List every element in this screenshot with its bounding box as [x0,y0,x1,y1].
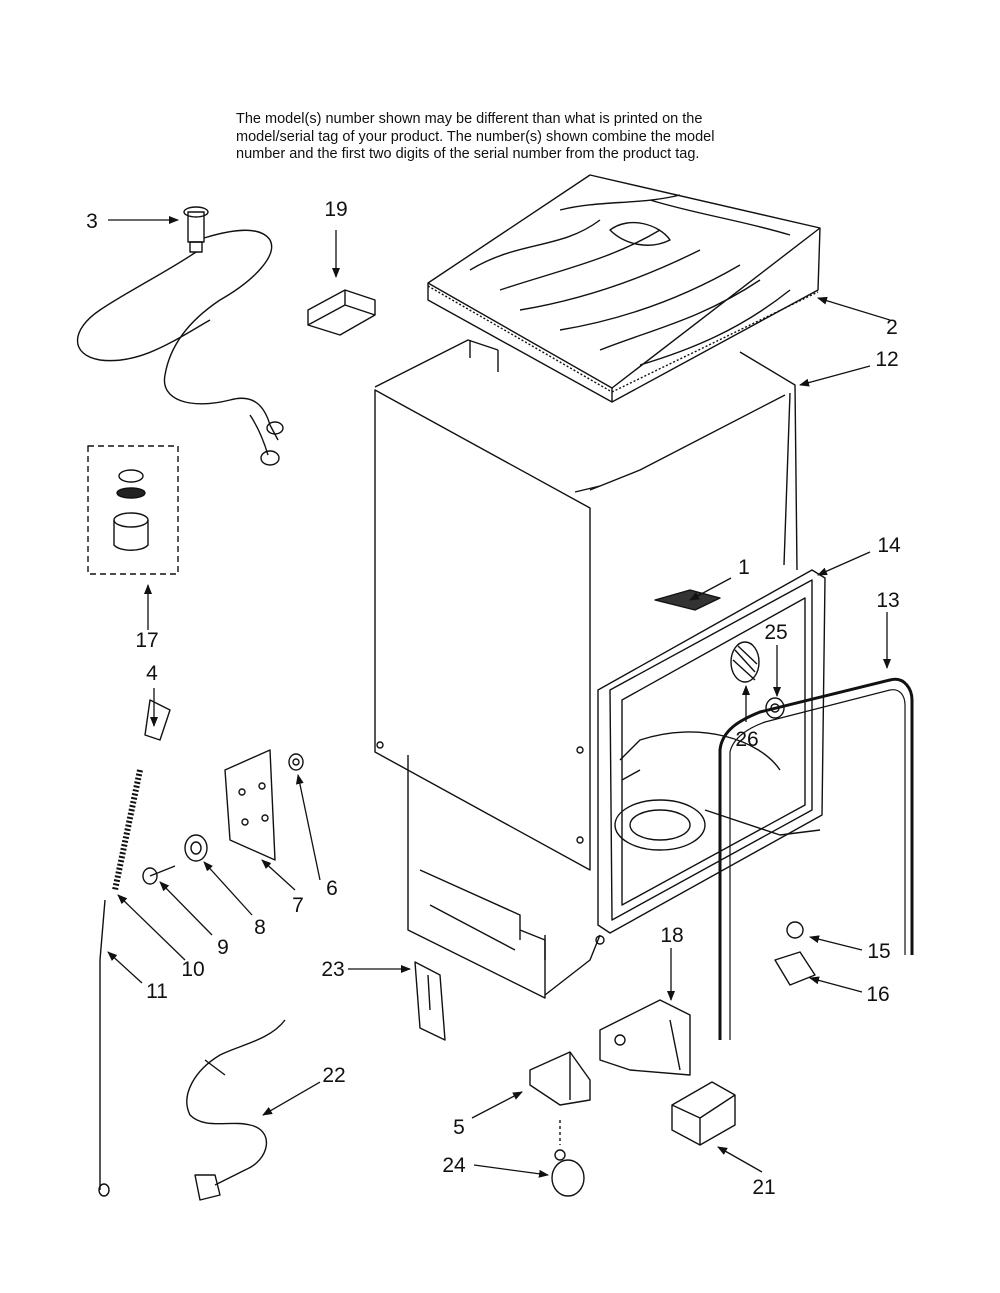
part-cabinet-frame [374,339,798,571]
callout-labels: 3 2 12 14 1 25 26 13 19 17 4 6 7 8 9 10 … [86,198,901,1199]
notice-line-1: The model(s) number shown may be differe… [236,111,703,127]
callout-25: 24 [442,1154,466,1177]
part-bracket-22 [414,961,446,1041]
callout-8: 8 [254,916,266,939]
notice-line-3: number and the first two digits of the s… [236,146,700,162]
part-caster-bracket [529,1051,591,1106]
callout-12: 12 [875,348,898,371]
callout-6: 6 [326,877,338,900]
part-bracket-18 [599,999,691,1076]
part-washer [184,834,208,862]
callout-22: 23 [321,958,344,981]
callout-15: 15 [867,940,890,963]
callout-19: 19 [324,198,347,221]
part-side-panel [374,389,591,871]
model-number-notice: The model(s) number shown may be differe… [236,111,776,164]
callout-17: 17 [135,629,158,652]
callout-7: 7 [292,894,304,917]
callout-1: 1 [738,556,750,579]
part-screw [142,865,176,885]
part-rating-label [654,589,721,611]
part-cover-21 [671,1081,736,1146]
callout-10: 10 [181,958,204,981]
callout-14: 14 [877,534,901,557]
callout-21: 21 [752,1176,775,1199]
callout-9: 9 [217,936,229,959]
part-filter-kit [87,445,179,575]
part-nut [288,753,304,771]
callout-13: 13 [876,589,899,612]
callout-11: 11 [146,980,168,1003]
part-bushing-15 [786,921,804,939]
callout-4: 4 [146,662,158,685]
notice-line-2: model/serial tag of your product. The nu… [236,128,715,145]
callout-3: 3 [86,210,98,233]
part-spring-cable [98,699,171,1197]
leader-lines [107,216,891,1178]
part-wood-top [427,174,821,403]
part-caster-wheel [551,1120,585,1197]
callout-24: 25 [764,621,787,644]
callout-16: 16 [866,983,889,1006]
part-power-cord [186,1019,286,1201]
callout-26: 26 [735,728,758,751]
part-door-gasket [718,677,914,1040]
part-fill-valve-hose [76,206,284,466]
part-mounting-plate [224,749,276,861]
callout-2: 2 [886,316,898,339]
callout-5: 5 [453,1116,465,1139]
part-bracket-19 [307,289,376,336]
part-base-frame [407,755,601,999]
part-vent [730,641,760,683]
part-tub-frame [595,569,826,945]
callout-18: 18 [660,924,683,947]
callout-23: 22 [322,1064,345,1087]
part-clip-16 [774,951,816,986]
